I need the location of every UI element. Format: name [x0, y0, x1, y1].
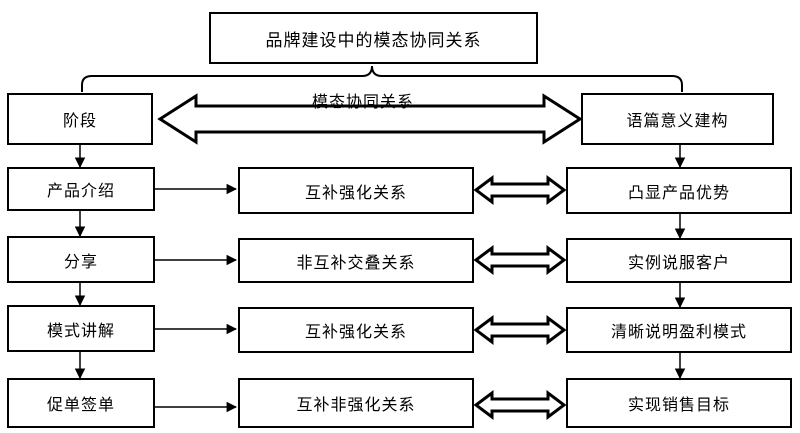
relation-box-4: 互补非强化关系 [238, 378, 474, 428]
meaning-box-4: 实现销售目标 [566, 378, 792, 428]
left-header-stage: 阶段 [7, 93, 153, 145]
relation-meaning-double-arrow-2 [473, 245, 567, 275]
relation-meaning-double-arrow-4 [473, 390, 567, 420]
modal-synergy-double-arrow [157, 93, 583, 145]
relation-meaning-double-arrow-3 [473, 315, 567, 345]
relation-box-3: 互补强化关系 [238, 307, 474, 353]
title-brace [81, 65, 683, 92]
relation-box-2: 非互补交叠关系 [238, 238, 474, 283]
stage-box-1: 产品介绍 [7, 167, 155, 211]
modal-synergy-label: 模态协同关系 [312, 92, 415, 111]
meaning-box-2: 实例说服客户 [566, 238, 792, 283]
diagram-title: 品牌建设中的模态协同关系 [209, 12, 538, 64]
meaning-box-1: 凸显产品优势 [566, 167, 792, 214]
stage-box-3: 模式讲解 [7, 305, 155, 352]
right-header-meaning-construction: 语篇意义建构 [581, 93, 774, 145]
meaning-box-3: 清晰说明盈利模式 [566, 307, 792, 353]
relation-box-1: 互补强化关系 [238, 167, 474, 214]
stage-box-4: 促单签单 [7, 378, 155, 428]
relation-meaning-double-arrow-1 [473, 175, 567, 205]
stage-box-2: 分享 [7, 236, 155, 283]
